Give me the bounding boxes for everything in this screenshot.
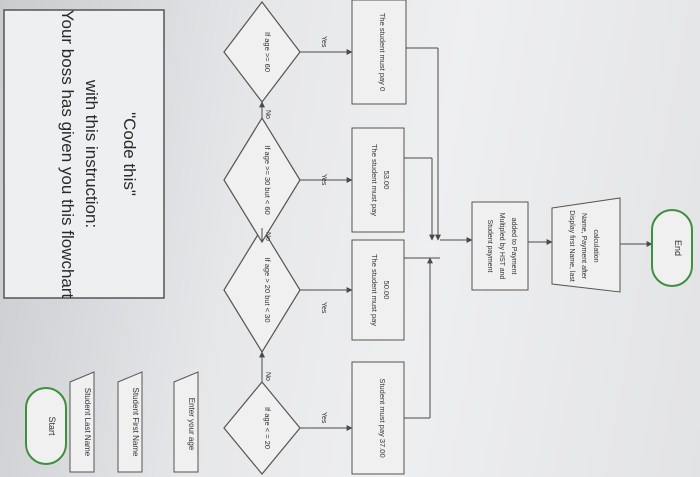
decision-age-20-label: If age < = 20 (263, 407, 272, 449)
notice-line-1: Your boss has given you this flowchart (58, 10, 77, 299)
display-output (551, 197, 621, 293)
result-50-line2: 50.00 (382, 281, 391, 300)
no-label-1: No (264, 372, 271, 381)
no-label-2: No (264, 232, 271, 241)
yes-label-3: Yes (320, 174, 327, 186)
input-age (173, 371, 199, 473)
result-50-line1: The student must pay (370, 254, 379, 326)
yes-label-4: Yes (320, 36, 327, 48)
input-last-name (69, 371, 95, 473)
result-53-line1: The student must pay (370, 144, 379, 216)
end-terminal (651, 209, 693, 287)
notice-box (3, 9, 165, 299)
decision-age-20 (223, 381, 301, 475)
decision-age-60 (223, 1, 301, 103)
result-0-label: The student must pay 0 (378, 13, 387, 91)
result-37-label: Student must pay 37.00 (378, 378, 387, 457)
result-53-line2: 53.00 (382, 171, 391, 190)
result-box-37 (351, 361, 405, 475)
end-label: End (673, 240, 683, 256)
decision-age-60-label: If age >= 60 (263, 32, 272, 72)
decision-age-20-30 (223, 226, 301, 354)
decision-age-30-60-label: If age >= 30 but < 60 (263, 145, 272, 214)
payment-line-2: Multipled by HST and (498, 213, 505, 280)
result-box-53 (351, 127, 405, 233)
decision-age-20-30-label: If age > 20 but < 30 (263, 257, 272, 322)
input-first-name-label: Student First Name (131, 388, 140, 457)
decision-age-30-60 (223, 116, 301, 244)
display-line-3: calculation (592, 229, 599, 262)
payment-line-3: added to Payment (510, 218, 517, 275)
result-box-0 (351, 0, 407, 105)
input-age-label: Enter your age (187, 398, 196, 451)
no-label-3: No (264, 110, 271, 119)
display-line-2: Name, Payment after (580, 213, 587, 280)
display-line-1: Display first Name, last (568, 210, 575, 282)
start-terminal (25, 387, 67, 465)
payment-calc-box (471, 201, 529, 291)
yes-label-2: Yes (320, 302, 327, 314)
input-first-name (117, 371, 143, 473)
notice-line-2: with this instruction: (82, 79, 101, 228)
input-last-name-label: Student Last Name (83, 388, 92, 457)
payment-line-1: Student payment (486, 220, 493, 273)
yes-label-1: Yes (320, 412, 327, 424)
result-box-50 (351, 239, 405, 341)
start-label: Start (47, 416, 57, 436)
notice-line-3: "Code this" (120, 112, 139, 196)
